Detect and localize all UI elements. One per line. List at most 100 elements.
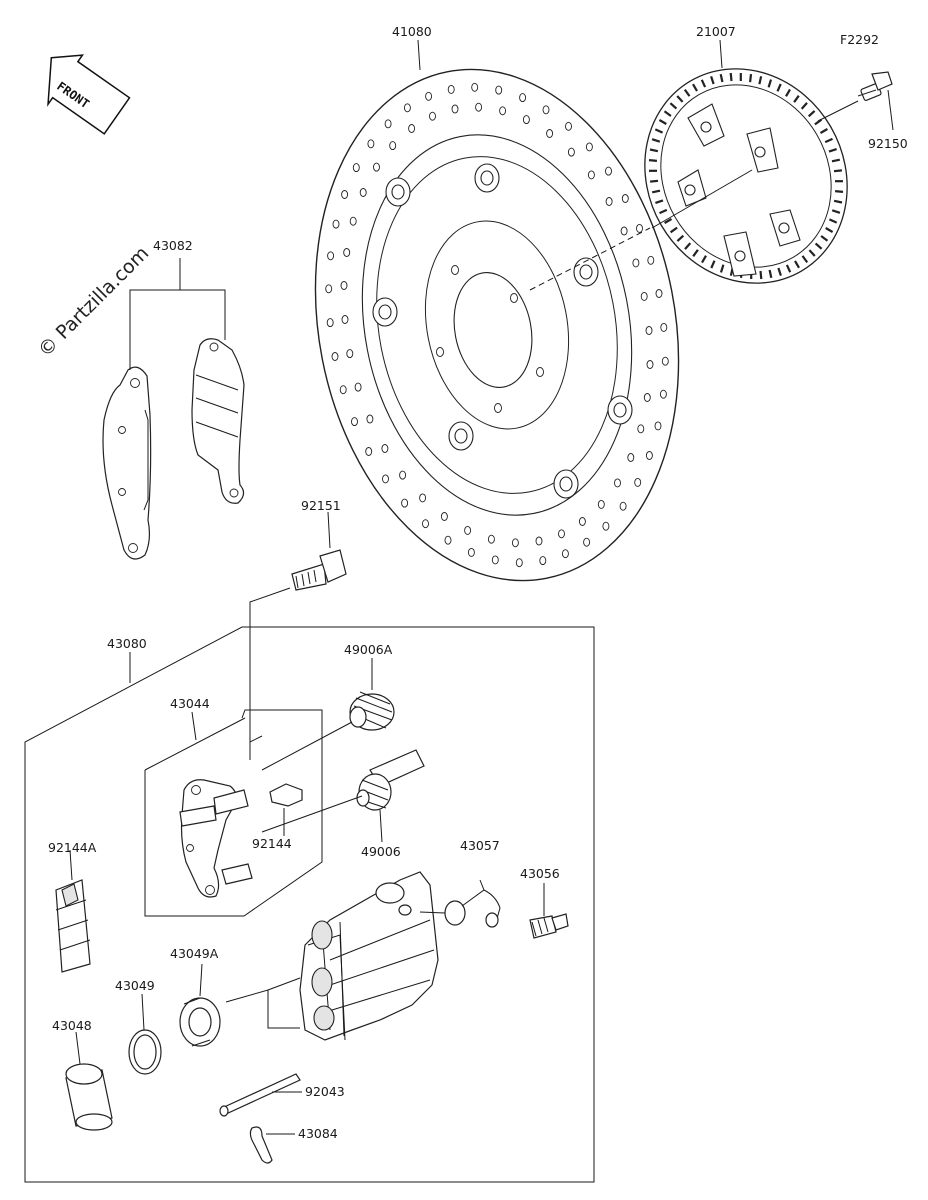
abs-slot	[649, 148, 659, 153]
label-49006A: 49006A	[344, 642, 393, 657]
abs-slot	[749, 73, 753, 83]
abs-slot	[801, 255, 809, 264]
label-92150: 92150	[868, 136, 908, 151]
abs-slot	[710, 76, 715, 85]
bolt-92151	[291, 549, 347, 591]
disc-drill-hole	[341, 190, 349, 199]
disc-drill-hole	[389, 141, 397, 151]
label-92144A: 92144A	[48, 840, 97, 855]
disc-drill-hole	[419, 493, 427, 503]
abs-slot	[676, 234, 685, 242]
disc-drill-hole	[339, 385, 347, 395]
disc-drill-hole	[645, 326, 653, 335]
disc-drill-hole	[632, 258, 640, 268]
label-43044: 43044	[170, 696, 210, 711]
disc-drill-hole	[464, 525, 472, 535]
disc-drill-hole	[661, 356, 669, 366]
caliper-bracket-43044	[179, 779, 253, 898]
pin-92043	[219, 1073, 301, 1117]
abs-slot	[649, 179, 659, 183]
abs-slot	[831, 158, 841, 163]
abs-slot	[759, 270, 763, 280]
abs-slot	[776, 83, 782, 92]
disc-drill-hole	[346, 349, 354, 359]
abs-slot	[808, 249, 816, 257]
disc-drill-hole	[614, 478, 621, 488]
abs-slot	[692, 83, 698, 92]
abs-slot	[819, 128, 828, 134]
label-43056: 43056	[520, 866, 560, 881]
abs-slot	[785, 264, 792, 273]
bolt-92150	[857, 71, 893, 101]
label-92043: 92043	[305, 1084, 345, 1099]
abs-slot	[768, 269, 773, 279]
abs-slot	[833, 169, 843, 173]
disc-drill-hole	[597, 499, 605, 509]
abs-slot	[692, 249, 699, 257]
abs-slot	[834, 190, 844, 193]
pin-49006	[356, 749, 425, 811]
disc-drill-hole	[467, 547, 475, 557]
abs-slot	[651, 138, 661, 143]
disc-drill-hole	[429, 111, 436, 121]
abs-slot	[654, 128, 664, 134]
disc-drill-hole	[636, 223, 643, 233]
abs-slot	[777, 267, 782, 276]
disc-drill-hole	[654, 421, 662, 431]
label-92144: 92144	[252, 836, 292, 851]
disc-drill-hole	[511, 538, 519, 548]
disc-drill-hole	[366, 414, 374, 424]
disc-drill-hole	[422, 519, 429, 529]
disc-drill-hole	[578, 517, 586, 526]
abs-rotor-21007	[644, 68, 848, 284]
disc-drill-hole	[351, 417, 358, 427]
brake-disc-41080	[314, 68, 680, 582]
disc-drill-hole	[602, 521, 610, 531]
abs-slot	[825, 227, 834, 233]
abs-slot	[659, 208, 668, 215]
disc-drill-hole	[620, 226, 628, 236]
disc-drill-hole	[495, 85, 503, 95]
abs-slot	[831, 209, 841, 214]
disc-drill-hole	[637, 424, 645, 434]
abs-slot	[828, 148, 837, 153]
clip-43084	[249, 1126, 273, 1164]
disc-drill-hole	[440, 512, 448, 521]
disc-drill-hole	[340, 281, 348, 290]
leader-lines	[69, 39, 894, 1135]
label-43049: 43049	[115, 978, 155, 993]
disc-drill-hole	[408, 124, 416, 133]
disc-drill-hole	[451, 104, 459, 114]
piston-43048	[65, 1063, 113, 1131]
disc-drill-hole	[341, 315, 349, 324]
label-49006: 49006	[361, 844, 401, 859]
abs-slot	[658, 119, 667, 125]
abs-slot	[664, 218, 673, 224]
label-43057: 43057	[460, 838, 500, 853]
disc-drill-hole	[491, 555, 499, 565]
disc-drill-hole	[367, 139, 375, 149]
abs-slot	[710, 260, 716, 269]
part-labels: 41080 21007 F2292 92150 43082 92151 4308…	[48, 24, 908, 1141]
disc-drill-hole	[659, 389, 667, 399]
label-43080: 43080	[107, 636, 147, 651]
disc-drill-hole	[349, 216, 357, 226]
abs-slot	[800, 102, 808, 110]
watermark-text: © Partzilla.com	[34, 242, 153, 361]
abs-slot	[719, 73, 724, 83]
disc-drill-hole	[558, 529, 565, 539]
disc-drill-hole	[619, 501, 627, 511]
abs-slot	[700, 79, 707, 88]
disc-drill-hole	[535, 536, 543, 546]
front-arrow-icon: FRONT	[47, 54, 131, 135]
abs-slot	[814, 118, 823, 126]
disc-drill-hole	[561, 549, 569, 559]
abs-slot	[824, 137, 833, 144]
disc-drill-hole	[373, 162, 380, 172]
disc-drill-hole	[583, 537, 591, 547]
disc-drill-hole	[585, 142, 593, 152]
abs-slot	[785, 88, 791, 97]
label-21007: 21007	[696, 24, 736, 39]
abs-slot	[758, 76, 763, 85]
